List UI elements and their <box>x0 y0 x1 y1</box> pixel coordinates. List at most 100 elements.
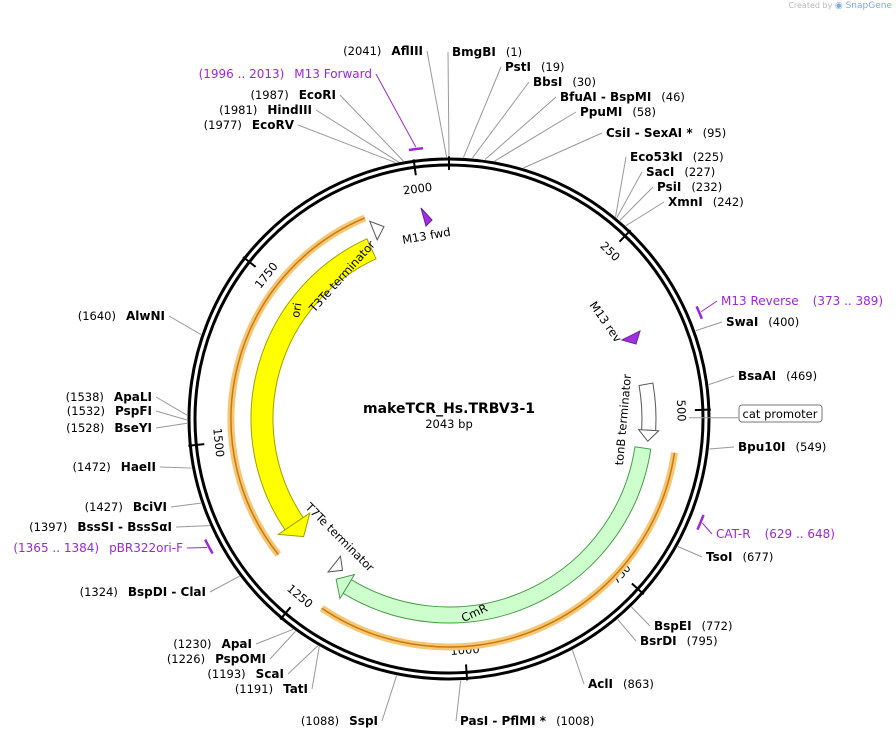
restriction-site-label[interactable]: BmgBI(1) <box>452 45 522 59</box>
primer-range: (1996 .. 2013) <box>199 67 285 81</box>
restriction-site-label[interactable]: (1230)ApaI <box>173 637 252 651</box>
snapgene-brand: ◉ SnapGene <box>834 1 892 11</box>
restriction-site-label[interactable]: PasI - PflMI *(1008) <box>460 714 594 728</box>
site-position: (677) <box>742 550 773 564</box>
ori-orange-band-line <box>230 217 366 556</box>
site-name: Bpu10I <box>738 440 785 454</box>
site-position: (30) <box>572 75 596 89</box>
primer-name: pBR322ori-F <box>109 541 183 555</box>
site-leader-line <box>297 124 396 164</box>
restriction-site-label[interactable]: Eco53kI(225) <box>630 150 724 164</box>
restriction-site-label[interactable]: (1191)TatI <box>235 682 308 696</box>
site-leader-line <box>175 525 210 528</box>
site-leader-line <box>381 675 398 722</box>
site-name: BsrDI <box>640 634 677 648</box>
tick-mark <box>694 408 711 412</box>
cat-promoter-box[interactable] <box>738 404 823 423</box>
site-name: AlwNI <box>126 309 165 323</box>
primer-bar[interactable] <box>408 146 424 152</box>
site-leader-line <box>287 645 319 675</box>
primer-leader-line <box>375 73 417 148</box>
restriction-site-label[interactable]: (1528)BseYI <box>66 421 152 435</box>
restriction-site-label[interactable]: (1193) ScaI <box>207 667 284 681</box>
site-name: TsoI <box>706 550 732 564</box>
primer-arrow[interactable] <box>620 330 641 345</box>
restriction-site-label[interactable]: TsoI (677) <box>706 550 773 564</box>
site-leader-line <box>170 502 201 508</box>
restriction-site-label[interactable]: (1640)AlwNI <box>78 309 165 323</box>
site-position: (232) <box>691 180 722 194</box>
restriction-site-label[interactable]: (1397)BssSI - BssSαI <box>29 520 172 534</box>
restriction-site-label[interactable]: SwaI(400) <box>726 315 799 329</box>
restriction-site-label[interactable]: AclI(863) <box>588 677 654 691</box>
restriction-site-label[interactable]: BsaAI(469) <box>738 369 817 383</box>
site-leader-line <box>709 446 735 450</box>
restriction-site-label[interactable]: Bpu10I(549) <box>738 440 826 454</box>
restriction-site-label[interactable]: (1981)HindIII <box>219 103 312 117</box>
site-position: (1230) <box>173 637 211 651</box>
cmr-feature[interactable] <box>342 446 652 624</box>
site-leader-line <box>616 171 643 219</box>
primer-bar[interactable] <box>695 305 704 320</box>
primer-bar[interactable] <box>204 538 214 555</box>
site-name: PspFI <box>115 404 152 418</box>
site-name: PstI <box>505 60 531 74</box>
restriction-site-label[interactable]: (1987)EcoRI <box>250 88 336 102</box>
site-position: (2041) <box>343 44 381 58</box>
restriction-site-label[interactable]: XmnI(242) <box>668 195 744 209</box>
site-leader-line <box>255 628 294 645</box>
site-leader-line <box>311 646 320 690</box>
site-name: SspI <box>349 714 378 728</box>
primer-arrow[interactable] <box>420 207 433 227</box>
restriction-site-label[interactable]: (1538)ApaLI <box>66 390 152 404</box>
restriction-site-label[interactable]: BfuAI - BspMI(46) <box>560 90 685 104</box>
site-leader-line <box>168 315 202 335</box>
site-leader-line <box>625 201 665 227</box>
tick-mark <box>631 582 645 595</box>
primer-label[interactable]: (1996 .. 2013)M13 Forward <box>199 67 372 81</box>
primer-label[interactable]: (1365 .. 1384)pBR322ori-F <box>13 541 183 555</box>
restriction-site-label[interactable]: (1226)PspOMI <box>167 652 266 666</box>
tonb-terminator-feature[interactable] <box>638 382 657 432</box>
site-leader-line <box>447 51 450 158</box>
site-position: (1193) <box>207 667 245 681</box>
site-name: SwaI <box>726 315 758 329</box>
site-leader-line <box>155 410 188 421</box>
site-name: PasI - PflMI * <box>460 714 547 728</box>
restriction-site-label[interactable]: (1977)EcoRV <box>204 118 295 132</box>
restriction-site-label[interactable]: BbsI(30) <box>533 75 596 89</box>
site-leader-line <box>455 680 462 722</box>
restriction-site-label[interactable]: PstI(19) <box>505 60 565 74</box>
site-name: SacI <box>646 165 674 179</box>
restriction-site-label[interactable]: CsiI - SexAI *(95) <box>606 126 726 140</box>
site-position: (772) <box>702 619 733 633</box>
restriction-site-label[interactable]: PsiI(232) <box>657 180 722 194</box>
ori-feature[interactable] <box>250 238 377 531</box>
t7te-terminator-arrow[interactable] <box>326 555 344 573</box>
restriction-site-label[interactable]: (1324)BspDI - ClaI <box>80 585 206 599</box>
restriction-site-label[interactable]: (1472)HaeII <box>73 460 156 474</box>
restriction-site-label[interactable]: (1532)PspFI <box>67 404 152 418</box>
credit-prefix: Created by <box>788 1 833 10</box>
site-name: ScaI <box>256 667 284 681</box>
restriction-site-label[interactable]: PpuMI(58) <box>580 105 656 119</box>
restriction-site-label[interactable]: SacI(227) <box>646 165 715 179</box>
restriction-site-label[interactable]: (2041)AflIII <box>343 44 423 58</box>
tick-mark <box>412 159 417 176</box>
primer-bar[interactable] <box>696 514 705 531</box>
site-position: (1088) <box>301 714 339 728</box>
site-name: TatI <box>283 682 308 696</box>
restriction-site-label[interactable]: (1427)BciVI <box>85 500 167 514</box>
primer-leader-line <box>700 300 718 313</box>
primer-label[interactable]: M13 Reverse(373 .. 389) <box>721 294 883 308</box>
restriction-site-label[interactable]: (1088) SspI <box>301 714 378 728</box>
site-leader-line <box>615 156 627 217</box>
t3te-terminator-arrow[interactable] <box>368 220 385 242</box>
tick-mark <box>618 229 632 243</box>
credit-brand: SnapGene <box>845 1 892 11</box>
restriction-site-label[interactable]: BsrDI(795) <box>640 634 718 648</box>
primer-arrow-label: M13 fwd <box>401 225 451 247</box>
primer-label[interactable]: CAT-R(629 .. 648) <box>716 527 835 541</box>
restriction-site-label[interactable]: BspEI(772) <box>654 619 732 633</box>
